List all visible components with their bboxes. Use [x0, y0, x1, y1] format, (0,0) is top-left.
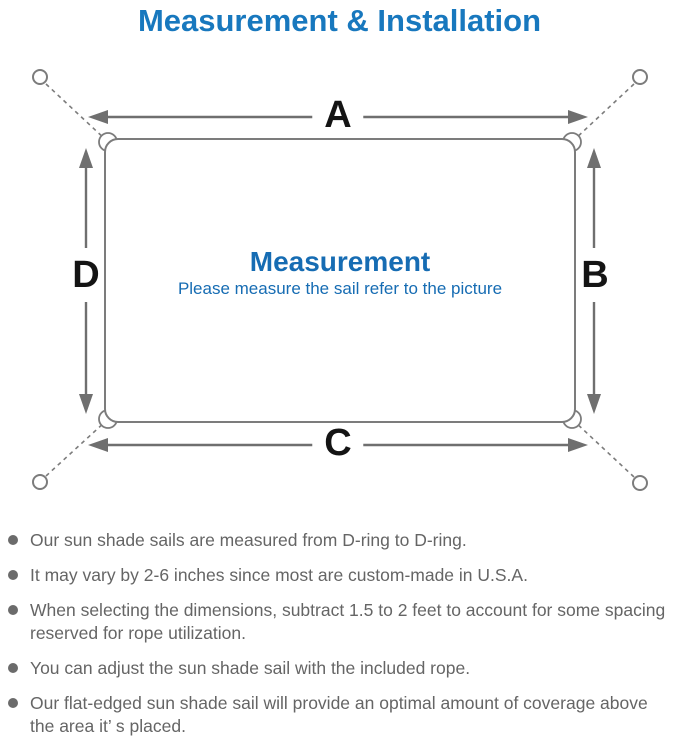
- anchor-ring-top-right: [632, 69, 648, 85]
- arrowhead-b-down: [587, 394, 601, 414]
- list-item-text: Our sun shade sails are measured from D-…: [30, 530, 467, 550]
- list-item: When selecting the dimensions, subtract …: [8, 599, 675, 645]
- bullet-dot-icon: [8, 570, 18, 580]
- anchor-ring-bottom-left: [32, 474, 48, 490]
- list-item-text: When selecting the dimensions, subtract …: [30, 600, 666, 643]
- bullet-dot-icon: [8, 698, 18, 708]
- list-item-text: It may vary by 2-6 inches since most are…: [30, 565, 528, 585]
- rope-dashed-lines: [45, 83, 635, 478]
- sail-measurement-diagram: [32, 69, 648, 491]
- rope-top-left: [45, 83, 107, 141]
- anchor-ring-top-left: [32, 69, 48, 85]
- arrowhead-d-up: [79, 148, 93, 168]
- bullet-dot-icon: [8, 605, 18, 615]
- arrowhead-a-right: [568, 110, 588, 124]
- dimension-label-d: D: [69, 248, 103, 302]
- arrowhead-d-down: [79, 394, 93, 414]
- rope-top-right: [573, 83, 635, 141]
- bullet-dot-icon: [8, 663, 18, 673]
- dimension-label-c: C: [312, 424, 364, 462]
- page-title: Measurement & Installation: [137, 3, 542, 38]
- list-item: Our sun shade sails are measured from D-…: [8, 529, 675, 552]
- rope-bottom-right: [573, 420, 635, 478]
- arrowhead-c-left: [88, 438, 108, 452]
- diagram-center-title: Measurement: [249, 246, 431, 277]
- dimension-label-b: B: [578, 248, 612, 302]
- arrowhead-c-right: [568, 438, 588, 452]
- list-item-text: Our flat-edged sun shade sail will provi…: [30, 693, 648, 736]
- instruction-list: Our sun shade sails are measured from D-…: [8, 529, 675, 739]
- arrowhead-b-up: [587, 148, 601, 168]
- list-item: You can adjust the sun shade sail with t…: [8, 657, 675, 680]
- anchor-rings: [32, 69, 648, 491]
- list-item: Our flat-edged sun shade sail will provi…: [8, 692, 675, 738]
- arrowhead-a-left: [88, 110, 108, 124]
- anchor-ring-bottom-right: [632, 475, 648, 491]
- sail-rectangle: [104, 138, 576, 423]
- diagram-center-subtitle: Please measure the sail refer to the pic…: [177, 279, 503, 298]
- bullet-dot-icon: [8, 535, 18, 545]
- list-item-text: You can adjust the sun shade sail with t…: [30, 658, 471, 678]
- list-item: It may vary by 2-6 inches since most are…: [8, 564, 675, 587]
- dimension-label-a: A: [312, 96, 364, 134]
- rope-bottom-left: [45, 420, 107, 477]
